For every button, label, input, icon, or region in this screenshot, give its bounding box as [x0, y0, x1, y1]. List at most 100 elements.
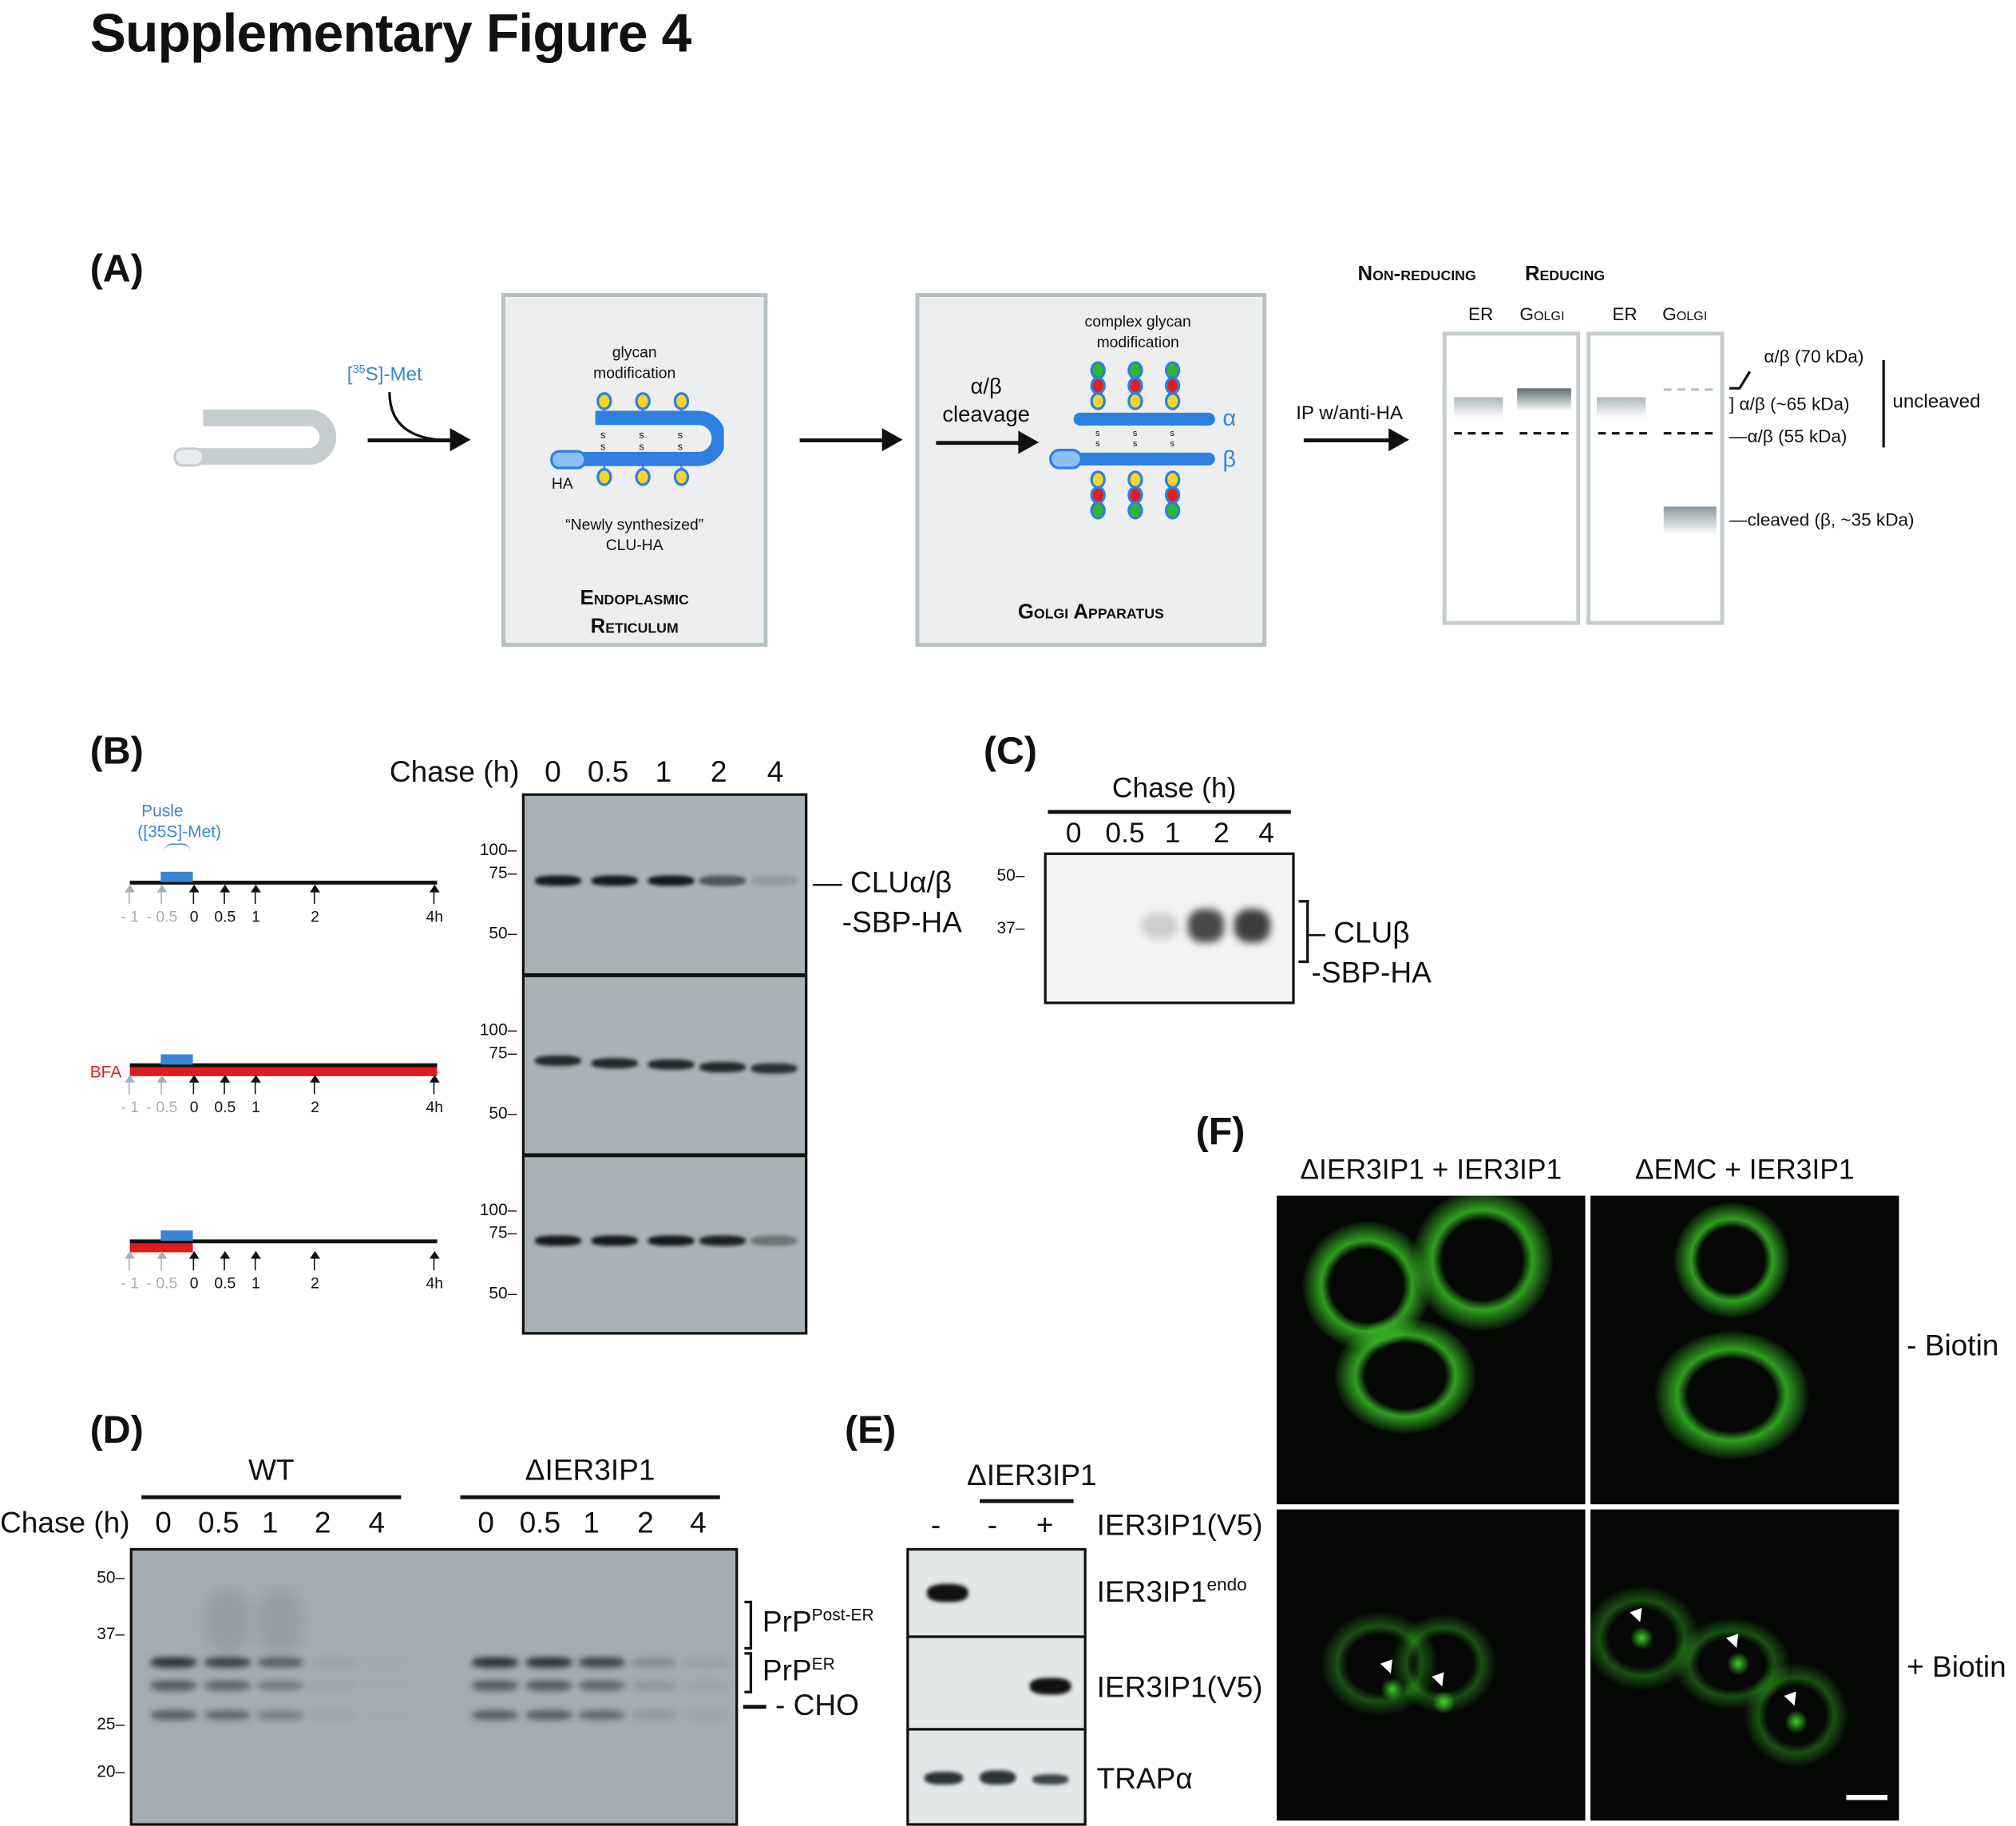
cell	[1321, 1612, 1438, 1716]
marker-100: 100–	[479, 839, 517, 859]
bfa-label: BFA	[89, 1062, 122, 1082]
arrow-head-icon	[310, 1075, 320, 1083]
band	[591, 1057, 638, 1068]
band	[150, 1680, 197, 1691]
svg-text:s: s	[1095, 429, 1100, 438]
lane-label: 0.5	[197, 1505, 240, 1539]
cleavage-label-2: cleavage	[942, 402, 1030, 427]
band	[204, 1589, 252, 1654]
band	[578, 1709, 625, 1721]
band	[310, 1680, 357, 1691]
lane-label: 1	[655, 755, 672, 789]
blot-label: IER3IP1endo	[1096, 1574, 1247, 1608]
treatment-minus: -	[987, 1507, 998, 1542]
marker-75: 75–	[489, 1222, 517, 1242]
arrow-head-icon	[188, 1250, 200, 1259]
lane-label: 2	[710, 755, 727, 789]
bracket	[744, 1652, 753, 1693]
ip-label: IP w/anti-HA	[1296, 402, 1404, 425]
arrow-up-icon	[160, 1254, 162, 1271]
band-label-65: ] α/β (~65 kDa)	[1729, 393, 1850, 414]
timeline-tick-label: 1	[252, 1098, 260, 1116]
arrow-head-icon	[156, 1075, 168, 1083]
ha-label: HA	[551, 474, 573, 493]
arrow-up-icon	[313, 1254, 315, 1271]
arrow-up-icon	[433, 1077, 435, 1095]
arrow-head-icon	[156, 884, 168, 893]
arrow-icon	[936, 430, 1040, 454]
scale-bar	[1846, 1795, 1887, 1800]
band	[362, 1710, 409, 1721]
timeline-tick-label: - 0.5	[146, 1273, 178, 1293]
bracket	[1298, 900, 1309, 964]
band	[1663, 432, 1713, 435]
row-label: + Biotin	[1907, 1650, 2006, 1683]
lane-golgi: Golgi	[1519, 303, 1565, 324]
band	[591, 875, 638, 886]
golgi-box: α/β cleavage complex glycan modification…	[915, 293, 1267, 647]
schematic-gel-non-reducing	[1442, 331, 1581, 625]
arrow-up-icon	[192, 887, 195, 905]
band	[1141, 913, 1178, 939]
condition-reducing: Reducing	[1524, 263, 1606, 286]
curved-arrow-icon	[388, 392, 438, 442]
lane-label: 4	[766, 755, 784, 789]
marker-37: 37–	[97, 1623, 125, 1644]
column-header: ΔEMC + IER3IP1	[1634, 1153, 1855, 1186]
pulse-label: Pusle	[141, 801, 184, 821]
group-underline	[980, 1499, 1074, 1503]
band	[1454, 397, 1503, 418]
marker-20: 20–	[97, 1761, 125, 1781]
band	[683, 1657, 731, 1668]
band	[980, 1770, 1016, 1785]
timeline-tick-label: 2	[311, 907, 319, 926]
arrow-up-icon	[313, 1077, 315, 1095]
band	[648, 875, 695, 886]
beta-label: β	[1222, 446, 1237, 472]
chase-underline	[1048, 810, 1291, 814]
blot-trap-alpha	[906, 1728, 1087, 1826]
svg-text:s: s	[678, 429, 683, 441]
prp-er-label: PrPER	[762, 1653, 835, 1687]
cho-label: - CHO	[775, 1688, 859, 1722]
timeline-line	[129, 1239, 438, 1244]
micrograph	[1590, 1195, 1899, 1505]
arrow-up-icon	[254, 1077, 256, 1095]
lane-label: 1	[261, 1505, 279, 1539]
lane-er: ER	[1467, 303, 1494, 324]
arrow-up-icon	[192, 1077, 195, 1095]
timeline-tick-label: 1	[252, 1273, 260, 1293]
band	[1454, 432, 1503, 435]
band	[751, 1235, 798, 1246]
band	[362, 1681, 409, 1691]
protein-label: – CLUβ	[1309, 915, 1410, 949]
band	[257, 1589, 304, 1654]
band	[471, 1680, 518, 1691]
panel-e-label: (E)	[844, 1408, 897, 1452]
cleavage-label-1: α/β	[970, 374, 1002, 399]
band	[1032, 1774, 1069, 1785]
arrow-up-icon	[129, 887, 130, 905]
arrow-head-icon	[220, 1250, 231, 1259]
lane-er: ER	[1612, 303, 1638, 324]
timeline-tick-label: 0.5	[214, 1098, 236, 1116]
blot-ier3ip1-endo	[906, 1547, 1087, 1638]
chase-label: Chase (h)	[0, 1505, 130, 1539]
timeline-tick-label: 0.5	[214, 907, 236, 926]
arrow-icon	[1303, 428, 1409, 452]
band	[362, 1658, 409, 1668]
arrow-up-icon	[129, 1077, 130, 1095]
arrow-head-icon	[251, 884, 261, 893]
band-label-70: α/β (70 kDa)	[1764, 346, 1864, 366]
figure-title: Supplementary Figure 4	[89, 2, 692, 63]
arrow-up-icon	[254, 1254, 256, 1271]
band-label-55: —α/β (55 kDa)	[1729, 426, 1848, 446]
marker-50: 50–	[489, 1103, 517, 1123]
cell	[1412, 1195, 1554, 1331]
band	[1519, 432, 1569, 435]
band	[631, 1657, 678, 1668]
blot-label: TRAPα	[1096, 1761, 1193, 1796]
band	[534, 1056, 581, 1066]
band	[683, 1709, 731, 1721]
